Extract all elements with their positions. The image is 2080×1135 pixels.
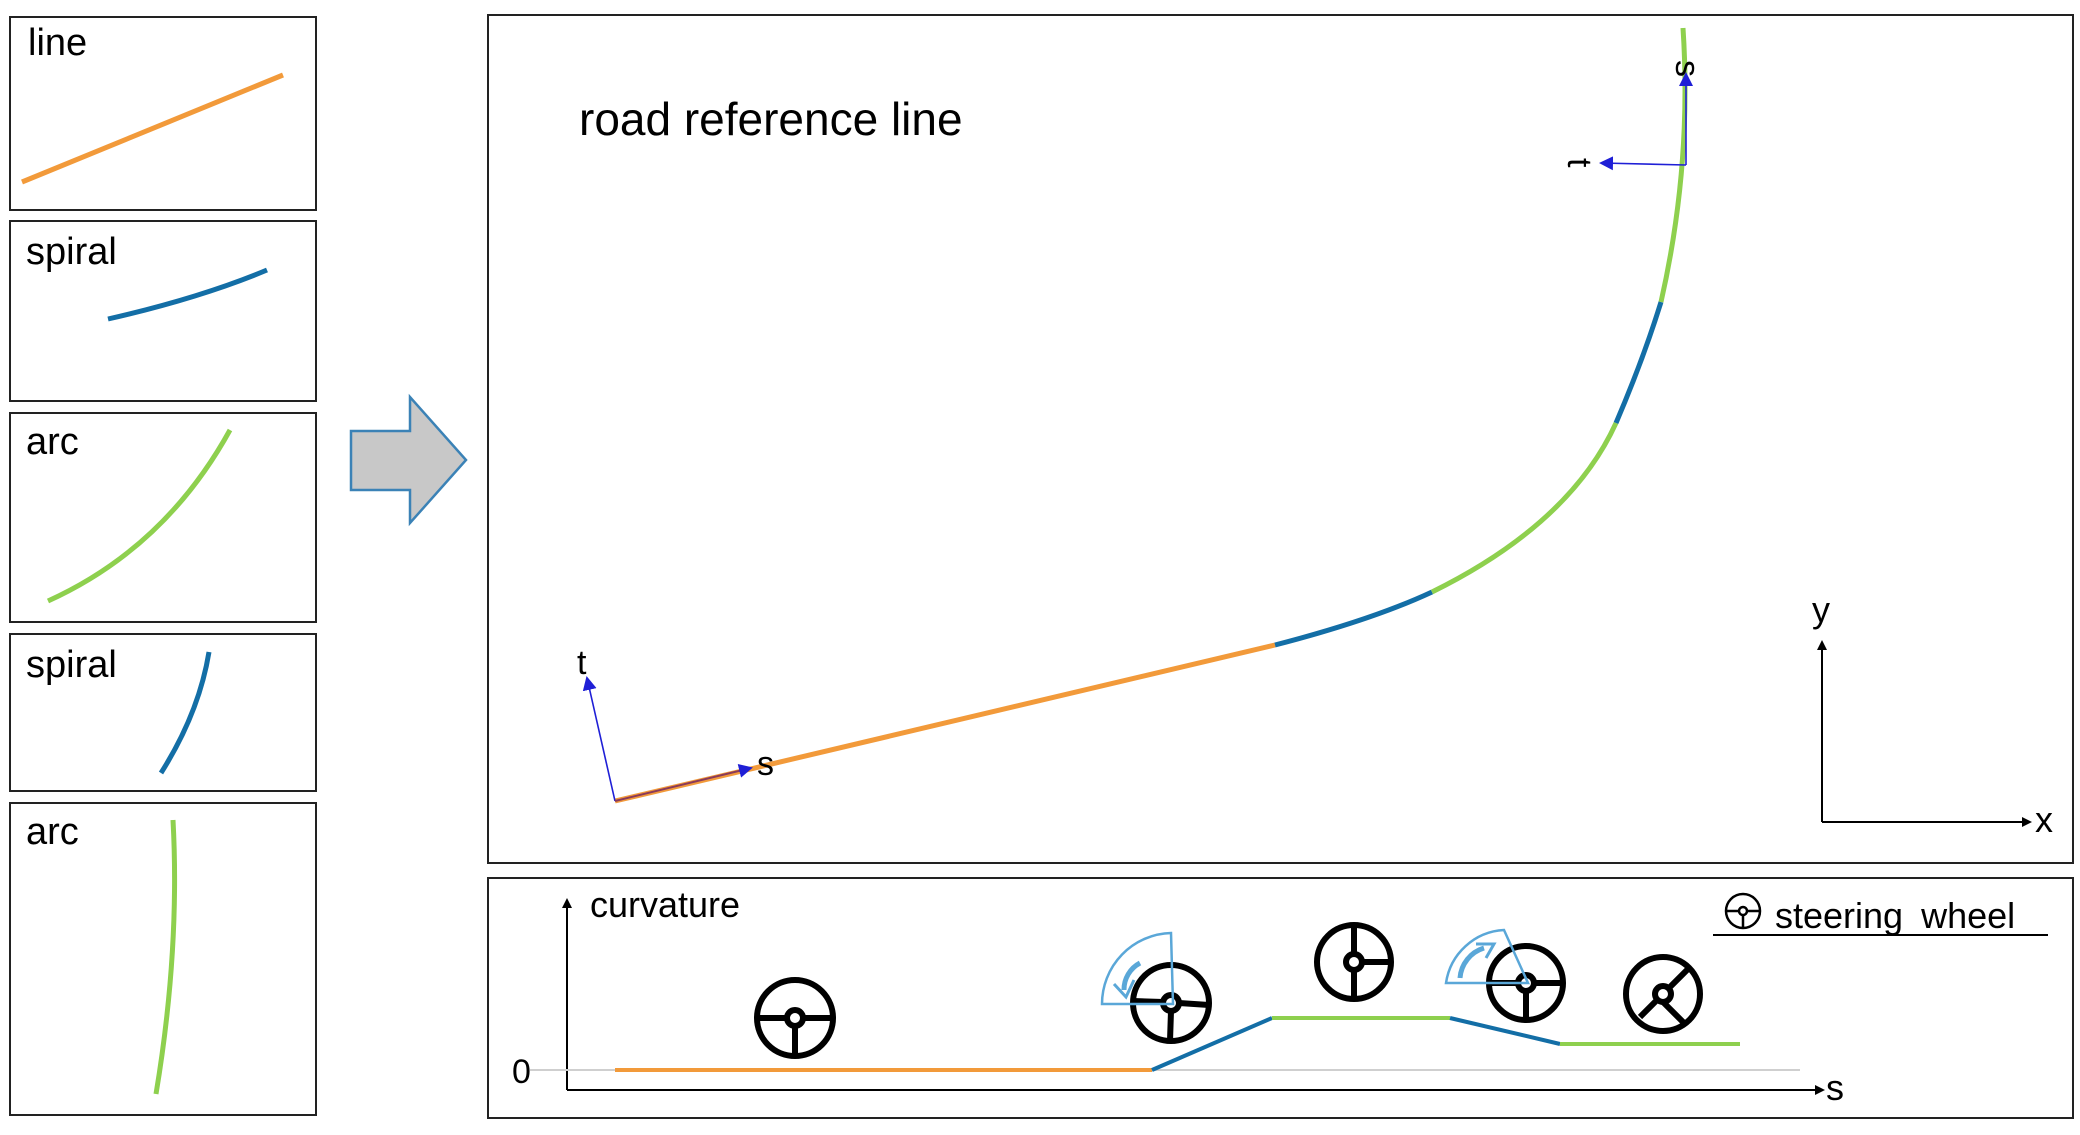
road-segment-arc-1 — [1430, 421, 1619, 595]
curvature-profile — [615, 1016, 1740, 1072]
primitive-arc-2-curve — [153, 819, 178, 1095]
start-frame-s-label: s — [757, 745, 774, 783]
steering-wheel-icon — [1623, 954, 1703, 1034]
steering-wheel-legend-icon — [1724, 892, 1762, 930]
primitive-panels: line spiral arc spiral arc — [9, 16, 317, 1116]
curvature-segment-spiral-1 — [1151, 1016, 1273, 1072]
steering-wheel-icon — [1314, 922, 1394, 1002]
primitive-label-arc-1: arc — [26, 421, 79, 463]
primitive-label-spiral-1: spiral — [26, 231, 117, 273]
end-frame-t-label: t — [1560, 158, 1598, 168]
steering-wheel-legend: steering wheel — [1713, 892, 2048, 936]
primitive-panel-line: line — [9, 16, 317, 211]
curvature-segment-spiral-2 — [1449, 1016, 1561, 1046]
y-axis-label: y — [1812, 589, 1830, 630]
primitive-label-line: line — [28, 22, 87, 64]
primitive-panel-spiral-1: spiral — [9, 220, 317, 402]
primitive-panel-arc-2: arc — [9, 802, 317, 1116]
primitive-panel-spiral-2: spiral — [9, 633, 317, 792]
primitive-arc-1-curve — [46, 428, 233, 604]
rotate-right-hint-icon — [1444, 928, 1530, 985]
road-segment-spiral-2 — [1613, 301, 1664, 424]
page-title: road reference line — [579, 93, 963, 145]
curvature-axis-label: curvature — [590, 884, 740, 925]
primitive-label-spiral-2: spiral — [26, 644, 117, 686]
primitive-spiral-1-curve — [107, 267, 268, 322]
rotate-left-hint-icon — [1100, 931, 1175, 1006]
steering-wheel-icon — [754, 977, 836, 1059]
s-axis-label: s — [1826, 1067, 1844, 1108]
primitive-line-curve — [21, 72, 284, 185]
start-frame-t-label: t — [577, 644, 587, 682]
end-frame-s-label: s — [1668, 60, 1706, 77]
primitive-panel-arc-1: arc — [9, 412, 317, 623]
primitive-spiral-2-curve — [158, 651, 212, 775]
road-segment-spiral-1 — [1274, 589, 1434, 648]
steering-wheel-legend-label: steering wheel — [1775, 895, 2015, 936]
end-frame: s t — [1560, 60, 1706, 171]
primitive-label-arc-2: arc — [26, 811, 79, 853]
xy-axes: y x — [1812, 589, 2053, 840]
assembly-arrow — [349, 393, 468, 527]
start-frame: t s — [577, 644, 774, 802]
x-axis-label: x — [2035, 799, 2053, 840]
zero-label: 0 — [512, 1053, 531, 1091]
road-reference-panel: road reference line t s s t y — [487, 14, 2074, 864]
curvature-panel: curvature s 0 — [487, 877, 2074, 1119]
